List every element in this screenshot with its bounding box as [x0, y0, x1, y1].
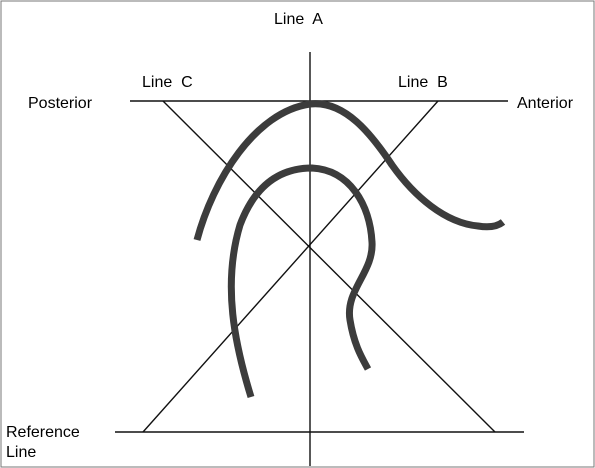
- line-b: [142, 100, 439, 433]
- outer-curve: [193, 100, 506, 241]
- line-a-label: Line A: [274, 11, 323, 28]
- line-b-label: Line B: [398, 74, 448, 91]
- line-c: [162, 100, 496, 433]
- reference-line-label-2: Line: [6, 444, 36, 461]
- line-c-label: Line C: [142, 74, 193, 91]
- anterior-label: Anterior: [517, 95, 574, 112]
- reference-line-label-1: Reference: [6, 424, 80, 441]
- posterior-label: Posterior: [28, 95, 93, 112]
- inner-curve: [227, 164, 376, 399]
